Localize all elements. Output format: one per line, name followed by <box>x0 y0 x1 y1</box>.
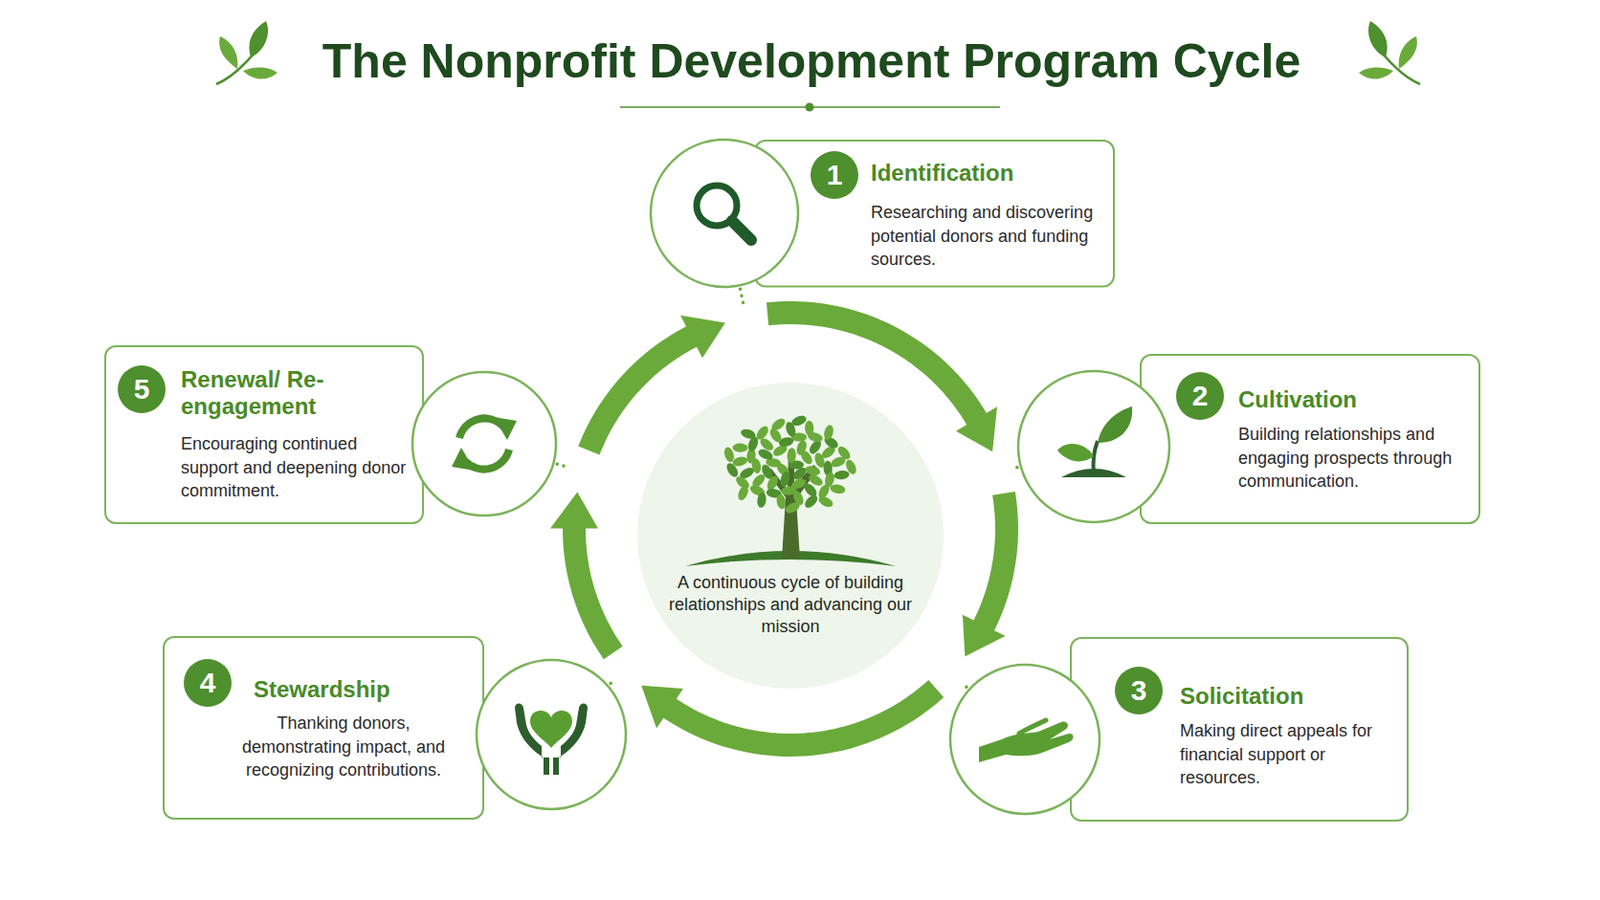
step-number: 4 <box>183 659 232 708</box>
cycle-arrow <box>641 686 936 746</box>
step-box: 3 SolicitationMaking direct appeals for f… <box>1070 638 1408 822</box>
step-box: 1 IdentificationResearching and discoveri… <box>755 140 1114 288</box>
sprout-icon <box>1057 406 1133 478</box>
step-body: Thanking donors, demonstrating impact, a… <box>221 711 467 783</box>
step-heading: Identification <box>870 159 1014 187</box>
leader-dots <box>1013 467 1018 469</box>
step-number: 5 <box>117 365 166 414</box>
icon-circle <box>476 660 626 810</box>
step-heading: Cultivation <box>1238 386 1357 414</box>
step-body: Encouraging continued support and deepen… <box>180 432 411 504</box>
box-layer <box>105 140 1480 822</box>
step-body: Building relationships and engaging pros… <box>1238 422 1472 494</box>
leader-layer <box>556 288 1018 688</box>
step-heading: Stewardship <box>253 676 391 704</box>
step-heading: Renewal/ Re-engagement <box>180 366 387 421</box>
step-number: 1 <box>810 151 859 200</box>
box-outline <box>1070 638 1408 822</box>
cycle-arrow <box>550 491 614 653</box>
cycle-arrow <box>767 312 998 452</box>
box-outline <box>163 637 484 820</box>
title-rule-dot <box>805 103 815 112</box>
icon-circle <box>650 139 799 288</box>
leader-dots <box>740 288 744 304</box>
step-number: 3 <box>1114 666 1163 715</box>
hands-heart-icon <box>514 704 588 777</box>
step-box: 5 Renewal/ Re-engagementEncouraging conti… <box>105 346 423 524</box>
edge-layer <box>550 312 1007 746</box>
leader-dots <box>961 683 967 688</box>
leaf-ornament <box>216 21 278 85</box>
box-outline <box>1140 355 1480 524</box>
step-body: Making direct appeals for financial supp… <box>1179 719 1400 791</box>
title: The Nonprofit Development Program Cycle <box>22 32 1600 90</box>
icon-layer <box>412 139 1170 815</box>
box-outline <box>105 346 423 524</box>
step-box: 4 StewardshipThanking donors, demonstrati… <box>163 637 484 820</box>
icon-circle <box>950 665 1100 815</box>
open-hand-icon <box>978 720 1074 763</box>
step-body: Researching and discovering potential do… <box>870 200 1109 272</box>
box-outline <box>755 140 1114 288</box>
magnifier-icon <box>696 185 752 241</box>
leaf-ornament <box>1358 21 1421 85</box>
center-node: A continuous cycle of building relations… <box>666 572 915 661</box>
leader-dots <box>556 464 569 467</box>
center-disc <box>637 382 944 689</box>
step-heading: Solicitation <box>1179 683 1304 711</box>
tree-icon <box>685 414 896 567</box>
center-text: A continuous cycle of building relations… <box>666 572 915 639</box>
center-layer <box>637 382 944 689</box>
step-box: 2 CultivationBuilding relationships and e… <box>1140 355 1480 524</box>
leader-dots <box>610 679 616 684</box>
renew-icon <box>451 417 517 471</box>
cycle-arrow <box>962 493 1007 658</box>
icon-circle <box>1018 371 1170 523</box>
cycle-arrow <box>588 315 725 451</box>
icon-circle <box>412 372 556 516</box>
step-number: 2 <box>1176 372 1224 421</box>
